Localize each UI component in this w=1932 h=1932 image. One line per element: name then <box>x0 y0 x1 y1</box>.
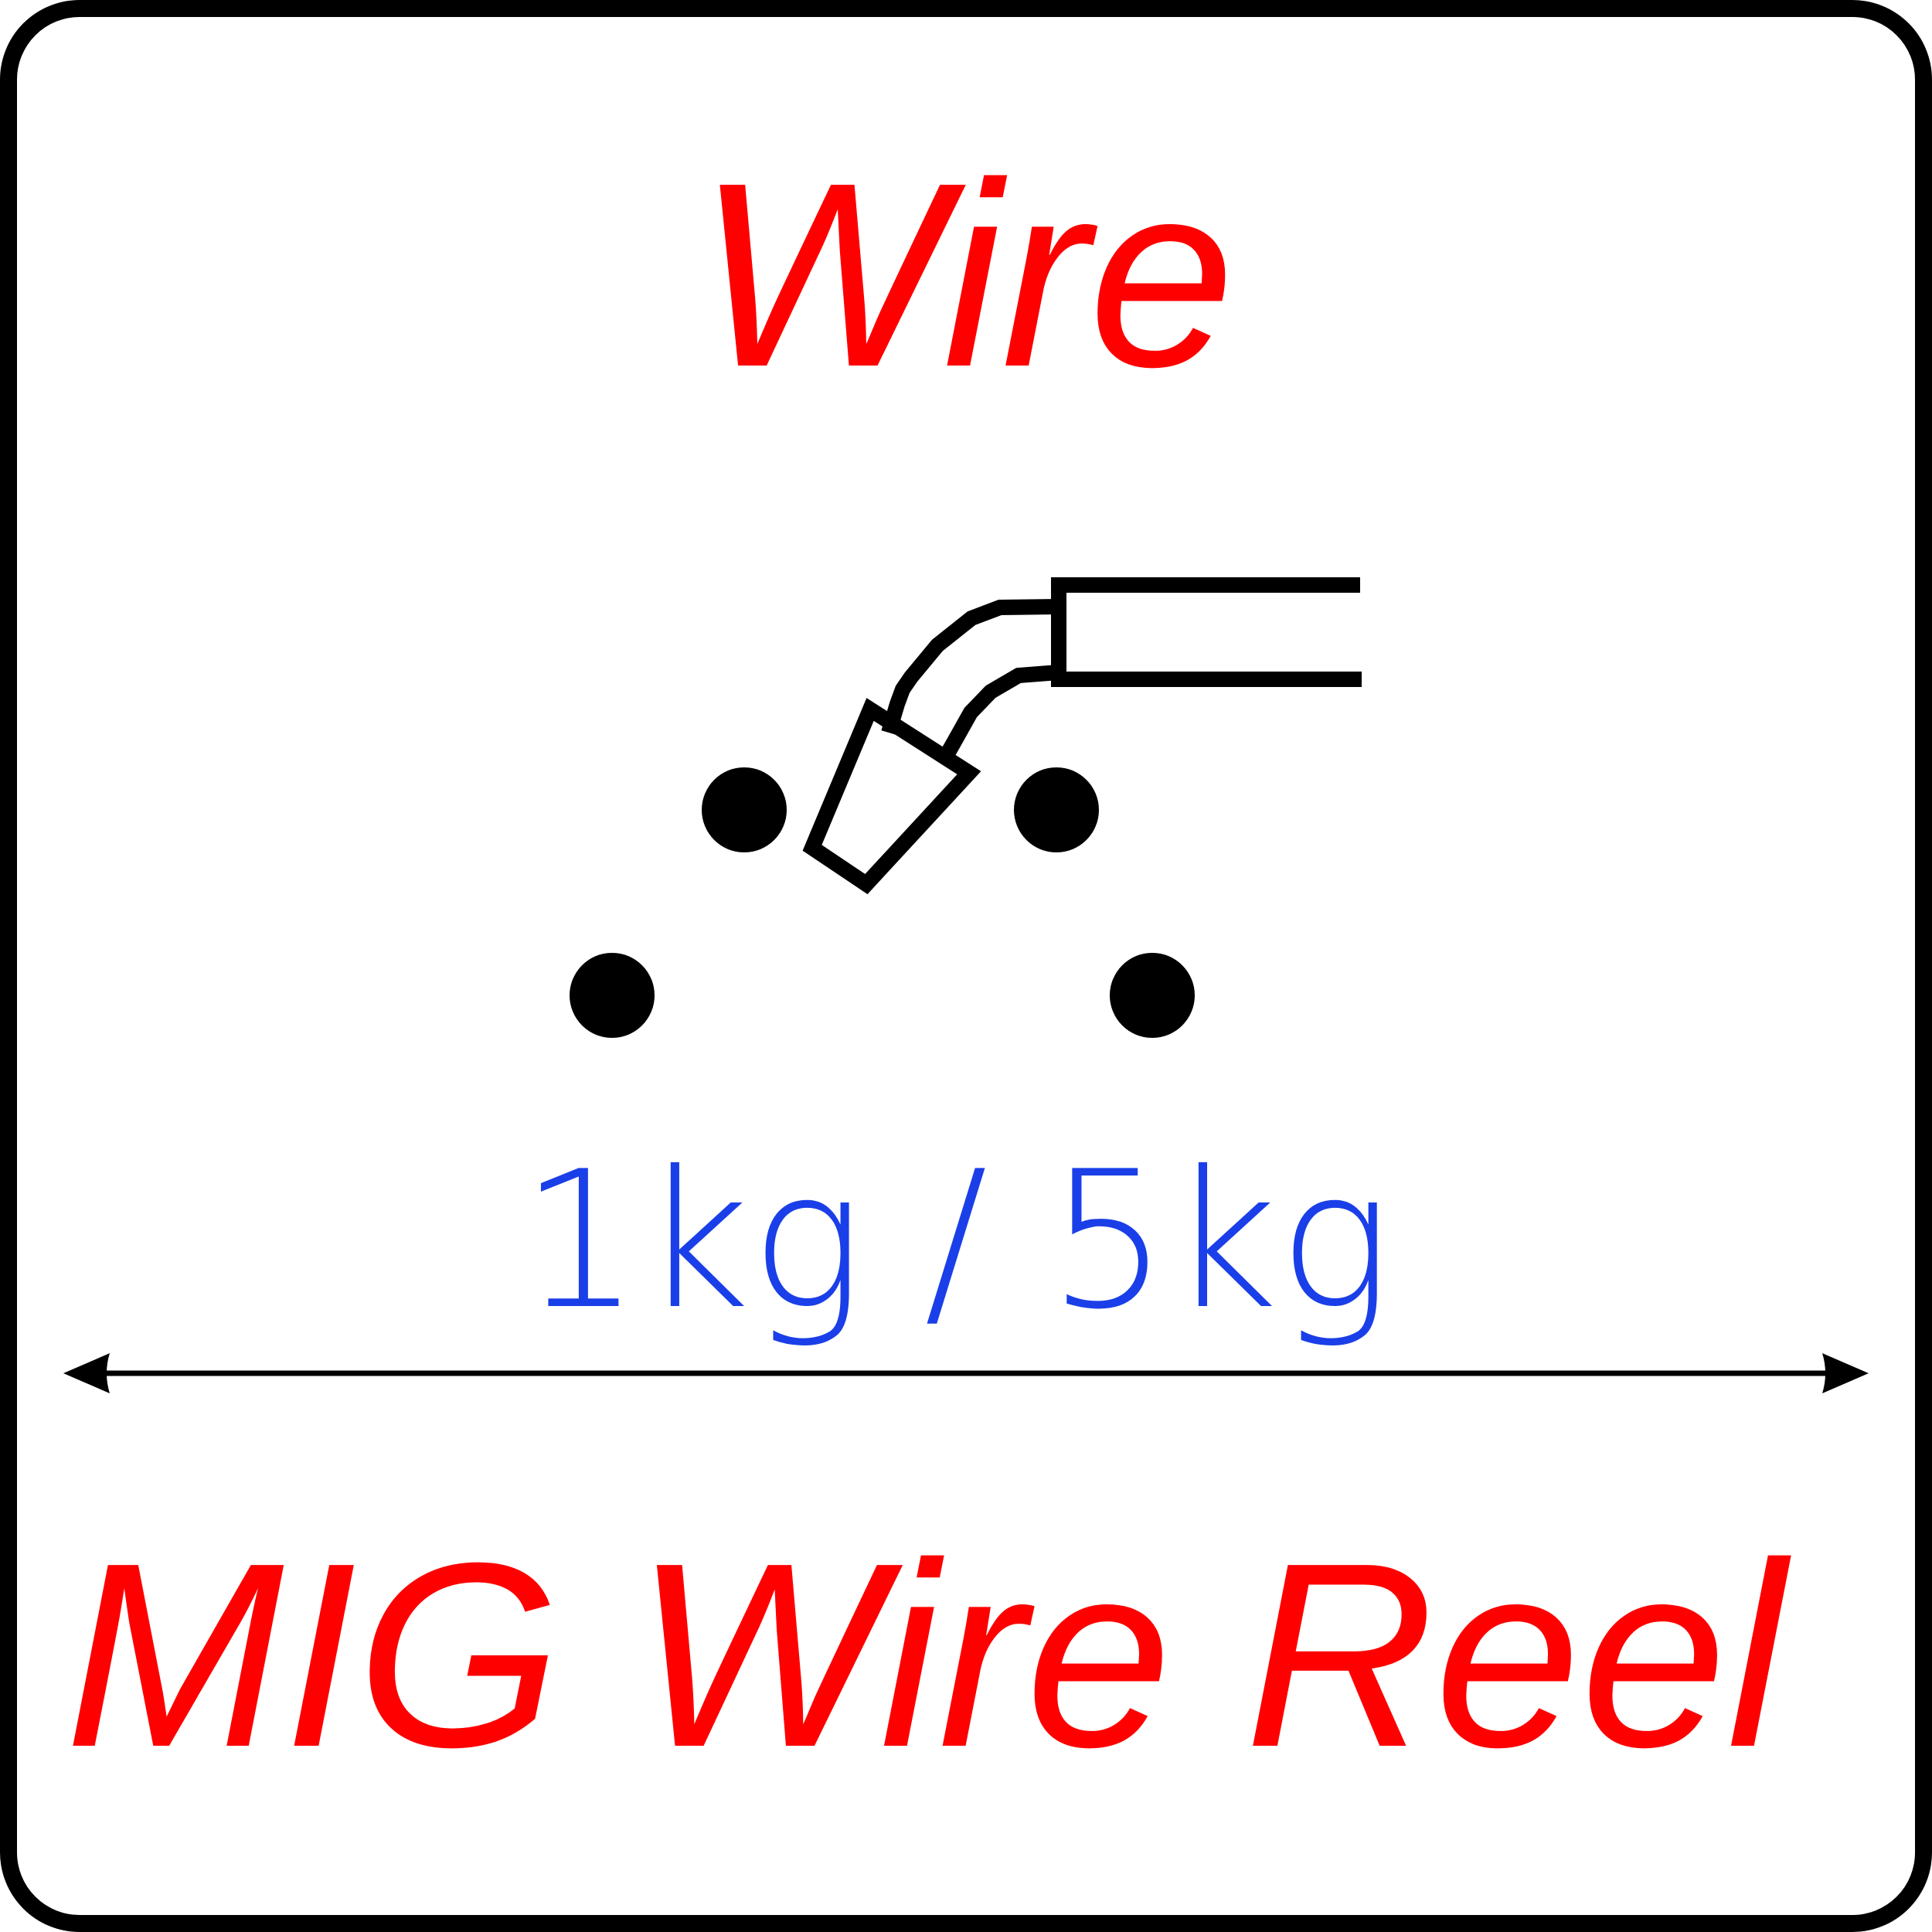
wire-reel-dot-icon <box>1014 767 1099 852</box>
torch-cable-outline <box>1051 577 1362 687</box>
torch-neck-lower <box>937 665 1060 764</box>
wire-reel-dot-icon <box>1110 953 1195 1038</box>
top-title: Wire <box>697 128 1235 422</box>
wire-reel-dot-icon <box>570 953 655 1038</box>
dimension-label: 1kg / 5kg <box>520 1131 1392 1351</box>
mig-torch-icon <box>802 577 1362 895</box>
arrow-head-left <box>63 1353 110 1393</box>
arrow-head-right <box>1822 1353 1869 1393</box>
wire-reel-dot-icon <box>702 767 787 852</box>
double-arrow-icon <box>63 1353 1869 1393</box>
torch-neck-upper <box>881 599 1060 735</box>
bottom-title: MIG Wire Reel <box>65 1509 1793 1802</box>
torch-nozzle <box>802 698 981 895</box>
